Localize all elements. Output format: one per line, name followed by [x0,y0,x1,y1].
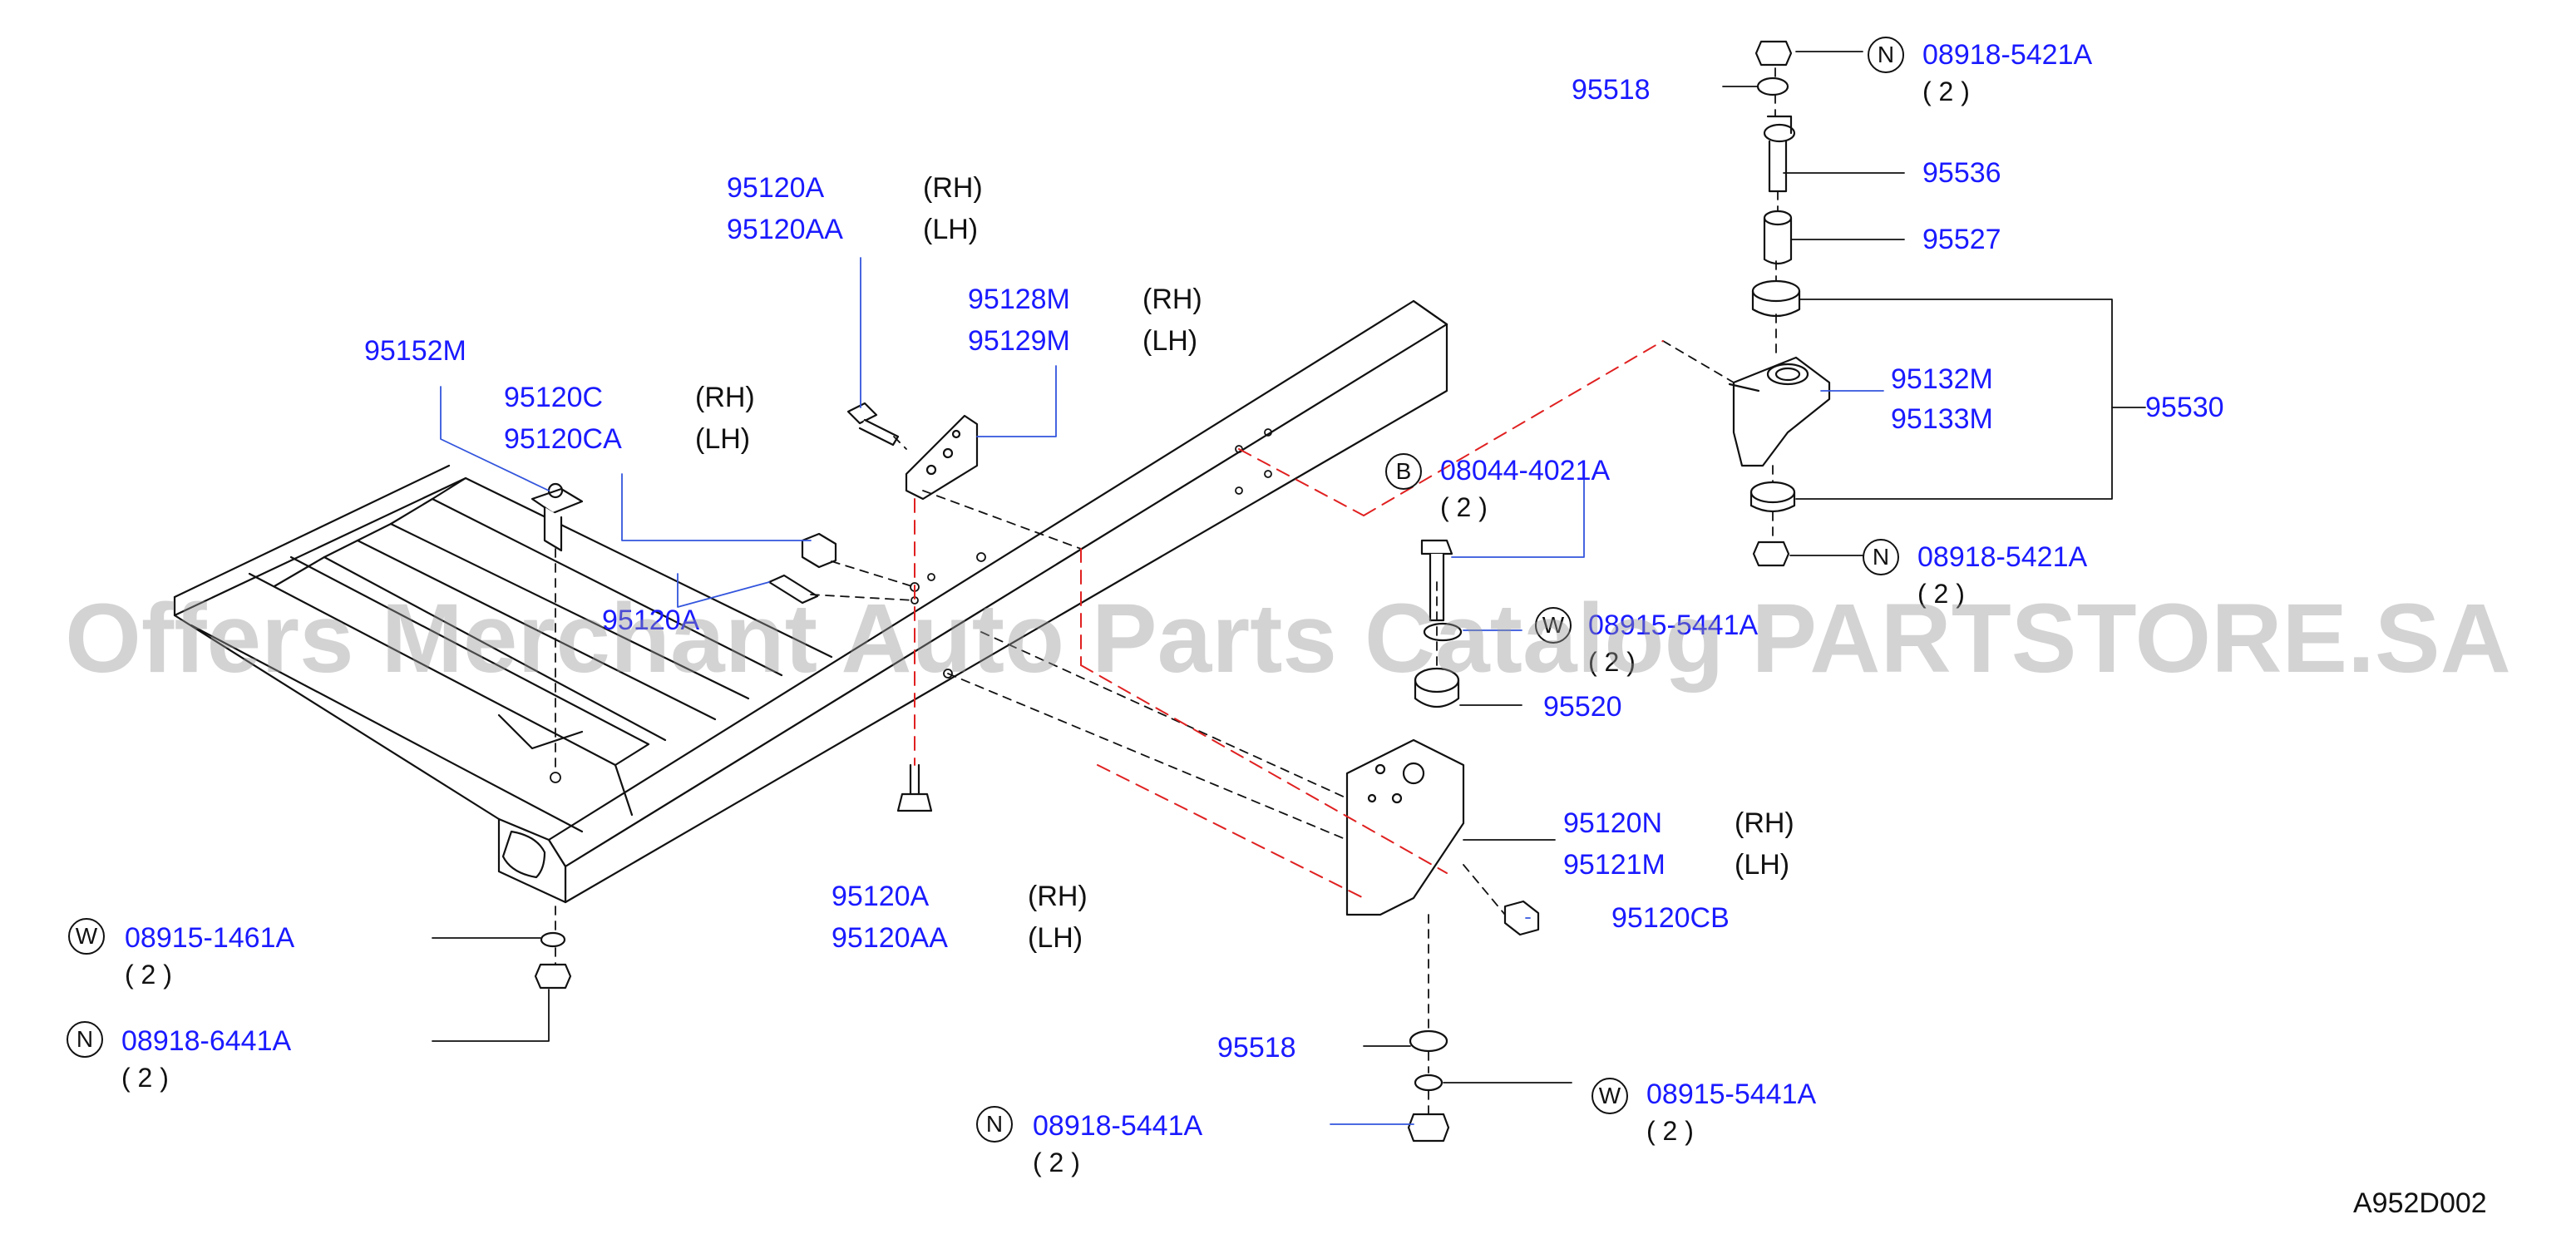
spacer-95527 [1763,210,1793,265]
part-95120AA-top[interactable]: 95120AA [727,214,843,245]
part-08044-4021A[interactable]: 08044-4021A [1440,455,1611,486]
badge-w: W [1591,1078,1628,1114]
part-95120CB[interactable]: 95120CB [1611,902,1730,934]
quantity: ( 2 ) [1646,1116,1694,1146]
bolt-95120A-bottom [896,763,933,812]
bolt-95152M [530,482,584,552]
part-95132M[interactable]: 95132M [1891,363,1993,395]
cross-members [173,464,833,833]
part-08918-5421A-mid[interactable]: 08918-5421A [1917,541,2088,573]
part-95133M[interactable]: 95133M [1891,403,1993,435]
bracket-95132M [1728,356,1831,467]
side-lh: (LH) [1028,922,1083,954]
side-rh: (RH) [695,382,755,413]
nut-08918-5421A-mid [1752,540,1790,567]
part-95152M[interactable]: 95152M [364,335,466,367]
part-95129M[interactable]: 95129M [968,325,1070,357]
red-dashed-lines [914,340,1664,899]
part-08918-5421A-top[interactable]: 08918-5421A [1922,39,2093,71]
side-rh: (RH) [1142,284,1202,315]
nut-95120CB [1503,900,1540,936]
badge-b: B [1385,453,1422,490]
rubber-95520 [1414,667,1460,708]
part-95120A-mid[interactable]: 95120A [602,605,700,636]
quantity: ( 2 ) [121,1063,169,1093]
nut-08918-5441A [1407,1113,1450,1143]
side-rh: (RH) [1735,807,1794,839]
badge-n: N [1868,37,1904,73]
bolt-08044-4021A [1420,539,1453,622]
quantity: ( 2 ) [1588,647,1636,677]
badge-n: N [67,1021,103,1058]
badge-n: N [976,1106,1013,1143]
alignment-lines [555,67,1779,1115]
part-08918-5441A[interactable]: 08918-5441A [1033,1110,1203,1142]
part-08915-5441A-low[interactable]: 08915-5441A [1646,1079,1817,1110]
bushing-95530-lower [1749,481,1796,513]
leader-lines [440,257,1884,1125]
washer-08915-5441A-low [1414,1074,1443,1092]
part-95530[interactable]: 95530 [2145,392,2224,423]
part-95520[interactable]: 95520 [1543,691,1622,723]
part-95518-low[interactable]: 95518 [1217,1032,1296,1064]
washer-95518-top [1756,77,1789,96]
bracket-95120N [1345,738,1465,916]
bolt-95536 [1763,115,1796,193]
diagram-code: A952D002 [2353,1187,2487,1219]
leader-lines-black [432,51,2146,1083]
quantity: ( 2 ) [125,960,172,990]
part-95120A-bottom[interactable]: 95120A [832,881,930,912]
badge-w: W [68,918,105,955]
side-lh: (LH) [923,214,979,245]
bushing-95530-upper [1751,279,1801,318]
part-95527[interactable]: 95527 [1922,224,2001,255]
nut-08918-6441A [534,963,572,990]
badge-n: N [1863,539,1899,575]
side-lh: (LH) [1735,849,1790,881]
nut-95120C [801,532,837,569]
side-lh: (LH) [695,423,751,455]
part-08918-6441A[interactable]: 08918-6441A [121,1025,292,1057]
badge-w: W [1535,607,1572,644]
part-95120CA[interactable]: 95120CA [504,423,622,455]
frame-rail [497,299,1448,904]
side-rh: (RH) [923,172,983,204]
nut-08918-5421A-top [1754,40,1793,67]
part-95120C[interactable]: 95120C [504,382,604,413]
washer-95518-low [1409,1029,1448,1053]
quantity: ( 2 ) [1922,77,1970,106]
part-95120N[interactable]: 95120N [1563,807,1663,839]
quantity: ( 2 ) [1917,579,1965,609]
part-95128M[interactable]: 95128M [968,284,1070,315]
side-lh: (LH) [1142,325,1198,357]
quantity: ( 2 ) [1440,492,1488,522]
quantity: ( 2 ) [1033,1148,1080,1177]
rail-holes [550,428,1272,783]
part-95121M[interactable]: 95121M [1563,849,1666,881]
part-95120AA-bottom[interactable]: 95120AA [832,922,948,954]
part-95536[interactable]: 95536 [1922,157,2001,189]
washer-08915-1461A [540,931,566,948]
part-95518-top[interactable]: 95518 [1572,74,1651,106]
bracket-95128M [905,414,979,501]
bolt-95120A-mid [767,574,819,605]
part-08915-5441A[interactable]: 08915-5441A [1588,610,1759,641]
bolt-95120A-top [846,402,900,447]
part-95120A-top[interactable]: 95120A [727,172,825,204]
part-08915-1461A[interactable]: 08915-1461A [125,922,295,954]
side-rh: (RH) [1028,881,1088,912]
washer-08915-5441A [1423,622,1463,642]
